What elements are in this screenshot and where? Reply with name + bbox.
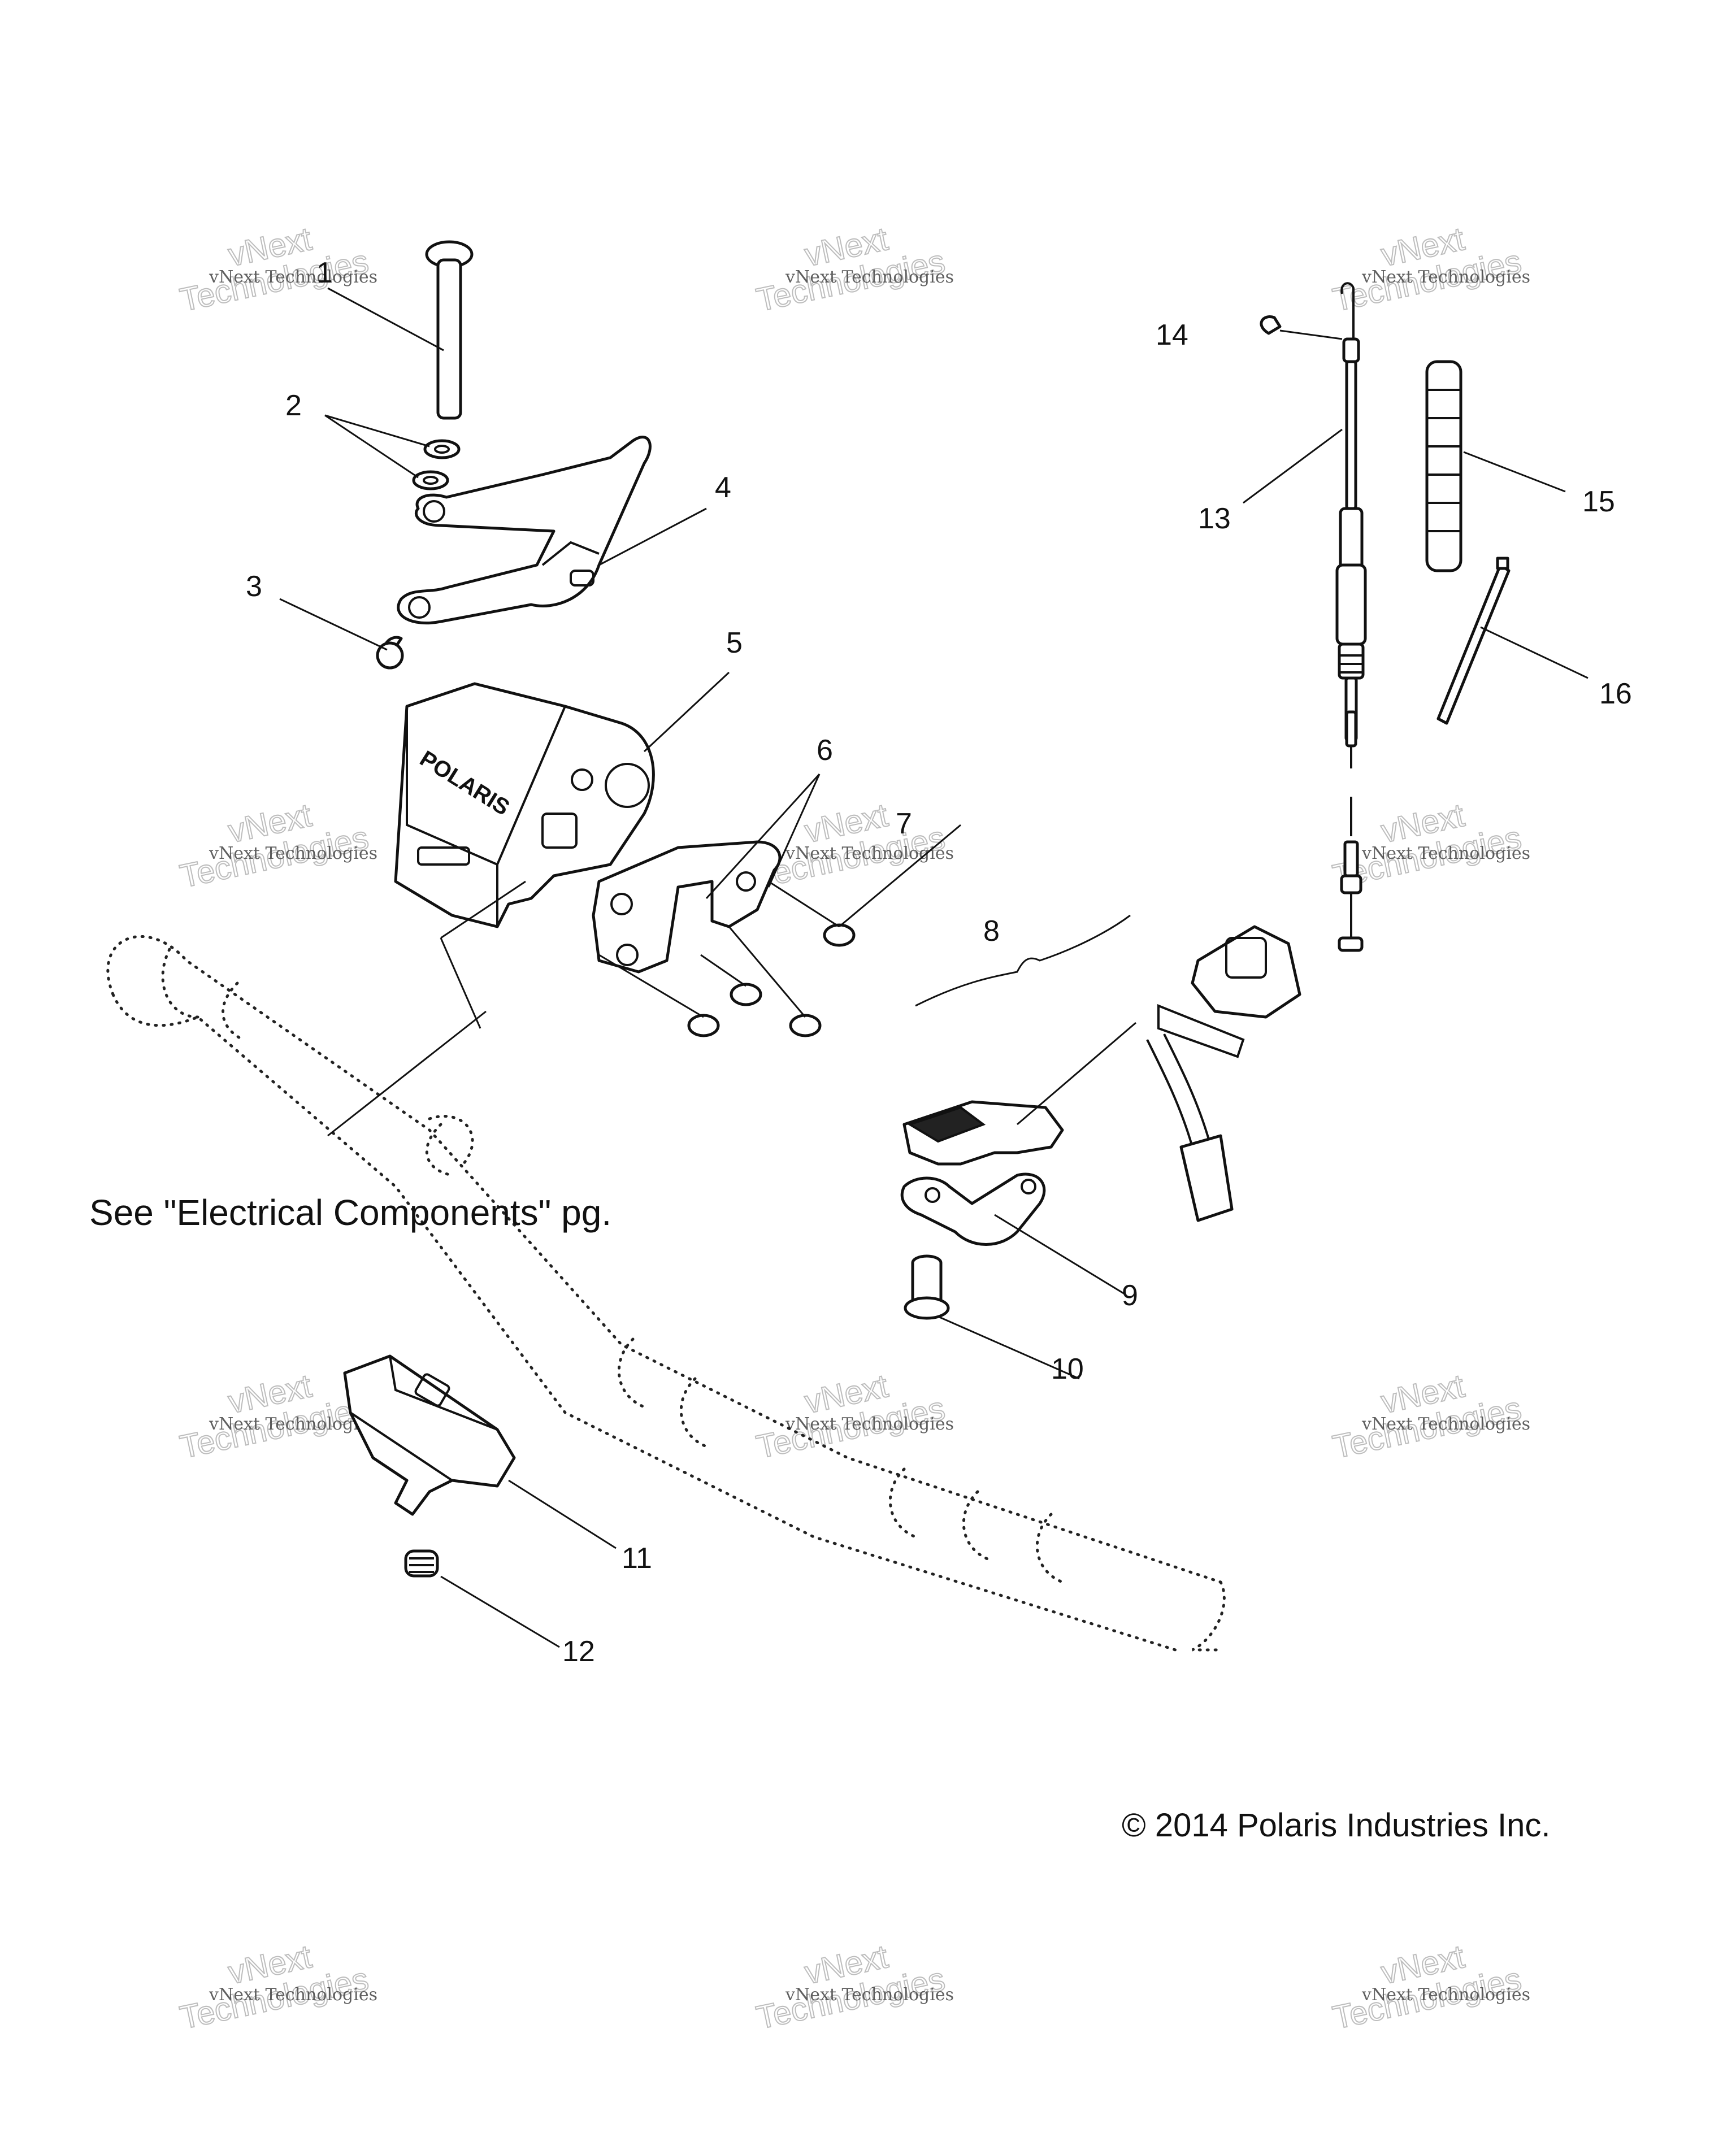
watermark: Technologies vNext vNext Technologies bbox=[753, 1938, 954, 2037]
callout-5: 5 bbox=[726, 627, 743, 659]
handlebar bbox=[106, 935, 1226, 1652]
callout-6: 6 bbox=[817, 734, 833, 767]
part-4-bracket bbox=[397, 436, 652, 625]
part-9-clamp bbox=[900, 1172, 1046, 1246]
watermark: Technologies vNext vNext Technologies bbox=[753, 220, 954, 319]
svg-text:vNext Technologies: vNext Technologies bbox=[209, 267, 377, 287]
part-14-clip bbox=[1260, 315, 1343, 340]
watermark: Technologies vNext vNext Technologies bbox=[1329, 1938, 1530, 2037]
callout-14: 14 bbox=[1156, 319, 1188, 351]
svg-text:vNext Technologies: vNext Technologies bbox=[1361, 267, 1530, 287]
svg-text:vNext Technologies: vNext Technologies bbox=[1361, 844, 1530, 863]
callout-12: 12 bbox=[562, 1635, 595, 1668]
part-2-washers bbox=[412, 439, 461, 490]
callout-1: 1 bbox=[316, 257, 333, 289]
part-10-bolt bbox=[904, 1254, 950, 1320]
svg-text:vNext Technologies: vNext Technologies bbox=[785, 1985, 954, 2005]
watermark: Technologies vNext vNext Technologies bbox=[176, 796, 377, 896]
svg-text:vNext Technologies: vNext Technologies bbox=[1361, 1414, 1530, 1434]
electrical-components-note: See "Electrical Components" pg. bbox=[89, 1192, 611, 1233]
callout-15: 15 bbox=[1582, 485, 1615, 518]
watermark: Technologies vNext vNext Technologies bbox=[1329, 220, 1530, 319]
callout-13: 13 bbox=[1198, 502, 1231, 535]
part-5-housing: POLARIS bbox=[394, 682, 655, 928]
watermark: Technologies vNext vNext Technologies bbox=[1329, 1367, 1530, 1466]
watermark: Technologies vNext vNext Technologies bbox=[176, 1938, 377, 2037]
part-11-bar-mount bbox=[343, 1354, 516, 1516]
watermark: Technologies vNext vNext Technologies bbox=[753, 796, 954, 896]
callout-10: 10 bbox=[1051, 1353, 1084, 1385]
callout-11: 11 bbox=[622, 1542, 652, 1575]
part-12-set-screw bbox=[404, 1549, 439, 1578]
watermark: Technologies vNext vNext Technologies bbox=[176, 220, 377, 319]
svg-text:vNext Technologies: vNext Technologies bbox=[785, 1414, 954, 1434]
callout-3: 3 bbox=[246, 570, 262, 603]
svg-text:vNext Technologies: vNext Technologies bbox=[209, 1985, 377, 2005]
copyright-notice: © 2014 Polaris Industries Inc. bbox=[1122, 1807, 1550, 1844]
part-16-cable-tie bbox=[1436, 557, 1511, 725]
callout-2: 2 bbox=[285, 389, 302, 422]
part-15-sleeve bbox=[1425, 360, 1462, 572]
part-1-pin bbox=[425, 240, 474, 420]
callout-7: 7 bbox=[896, 807, 912, 840]
part-8-bracket-brace bbox=[915, 914, 1131, 1007]
svg-text:vNext Technologies: vNext Technologies bbox=[785, 844, 954, 863]
callout-numbers: 1 2 3 4 5 6 7 8 9 10 11 12 13 14 15 16 bbox=[246, 257, 1632, 1668]
callout-16: 16 bbox=[1599, 677, 1632, 710]
svg-text:vNext Technologies: vNext Technologies bbox=[1361, 1985, 1530, 2005]
leader-lines bbox=[279, 287, 1589, 1648]
callout-8: 8 bbox=[983, 915, 1000, 948]
callout-9: 9 bbox=[1122, 1279, 1138, 1312]
watermarks: Technologies vNext vNext Technologies Te… bbox=[176, 220, 1530, 2037]
svg-text:vNext Technologies: vNext Technologies bbox=[785, 267, 954, 287]
watermark: Technologies vNext vNext Technologies bbox=[753, 1367, 954, 1466]
callout-4: 4 bbox=[715, 471, 731, 504]
svg-text:vNext Technologies: vNext Technologies bbox=[209, 1414, 377, 1434]
part-3-clip bbox=[376, 636, 404, 670]
part-7-screws bbox=[598, 880, 856, 1037]
part-6-clamp bbox=[592, 840, 782, 974]
svg-text:vNext Technologies: vNext Technologies bbox=[209, 844, 377, 863]
part-8-switch-assembly bbox=[902, 925, 1301, 1222]
part-13-cable bbox=[1335, 282, 1367, 952]
